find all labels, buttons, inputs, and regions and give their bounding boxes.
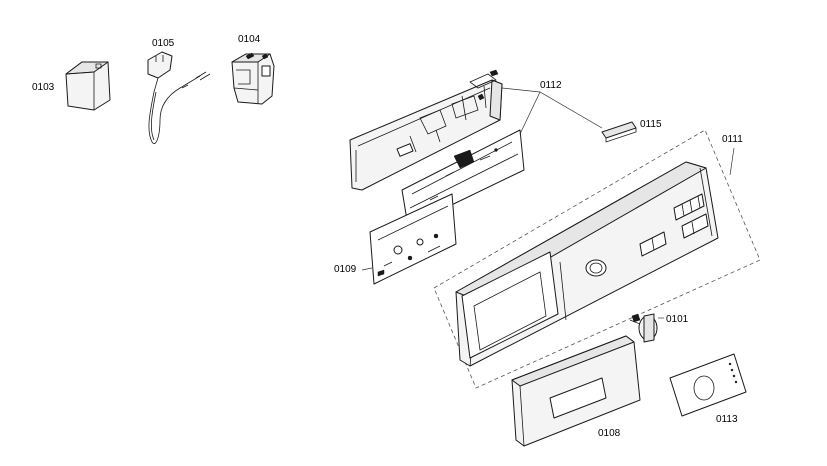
label-0108: 0108 <box>598 428 621 439</box>
part-0104-suppressor <box>231 52 275 105</box>
label-0113: 0113 <box>716 414 738 425</box>
part-0115-strip <box>601 121 637 143</box>
part-0112-control-housing <box>349 69 503 191</box>
label-0105: 0105 <box>152 38 175 49</box>
label-0112: 0112 <box>540 80 562 91</box>
part-0101-knob <box>629 313 658 343</box>
label-0115: 0115 <box>640 119 662 130</box>
part-circuit-board-upper <box>401 129 525 227</box>
part-0108-drawer-front <box>511 335 641 447</box>
part-0111-control-panel <box>455 161 719 367</box>
label-0109: 0109 <box>334 264 357 275</box>
part-0109-circuit-board <box>369 193 457 285</box>
label-0103: 0103 <box>32 82 55 93</box>
part-0103-filter <box>65 61 111 111</box>
leader-lines <box>361 87 735 319</box>
part-0113-trim-plate <box>669 353 747 417</box>
label-0101: 0101 <box>666 314 689 325</box>
label-0111: 0111 <box>722 134 743 145</box>
label-0104: 0104 <box>238 34 261 45</box>
part-0105-power-cable <box>147 51 211 144</box>
